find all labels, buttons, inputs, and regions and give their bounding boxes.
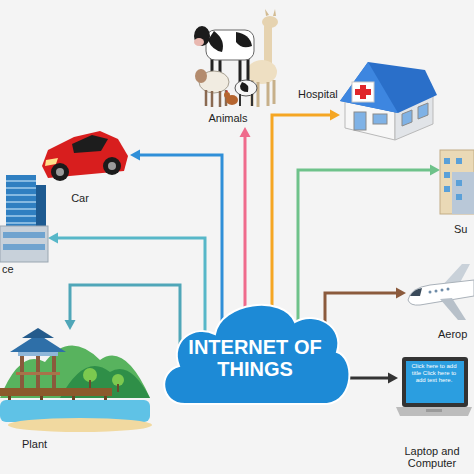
screen-text: Click here to add title Click here to ad… xyxy=(407,363,461,384)
plant-node: Plant xyxy=(0,330,150,430)
connector-line xyxy=(345,377,390,380)
car-node: Car xyxy=(40,128,130,180)
arrow-head xyxy=(48,233,58,244)
node-label: Plant xyxy=(22,438,47,450)
hospital-illustration xyxy=(340,62,437,140)
arrow-head xyxy=(130,150,140,161)
connector-arrow xyxy=(345,378,390,379)
car-illustration xyxy=(42,131,128,181)
arrow-head xyxy=(388,373,398,384)
node-label: Su xyxy=(454,223,467,235)
arrow-head xyxy=(65,320,76,330)
aeroplane-node: Aerop xyxy=(406,262,474,322)
aeroplane-illustration xyxy=(408,264,474,320)
laptop-illustration xyxy=(396,357,472,416)
cloud-node: INTERNET OF THINGS xyxy=(155,292,355,412)
connector-line xyxy=(56,238,205,347)
node-label: Hospital xyxy=(298,88,338,100)
animals-node: Animals xyxy=(190,12,280,110)
laptop-node: Click here to add title Click here to ad… xyxy=(398,357,472,417)
node-label: Aerop xyxy=(438,328,467,340)
node-label: Laptop and Computer xyxy=(392,445,472,469)
node-label: ce xyxy=(2,263,14,275)
hospital-node: Hospital xyxy=(340,58,437,142)
office-building xyxy=(0,175,48,262)
arrow-head xyxy=(430,165,440,176)
node-label: Animals xyxy=(190,112,266,124)
connector-arrow xyxy=(56,238,205,347)
arrow-head xyxy=(330,110,340,121)
supermarket-node: Su xyxy=(440,148,474,216)
arrow-head xyxy=(240,127,251,137)
arrow-head xyxy=(396,288,406,299)
plant-scenery xyxy=(0,328,152,432)
animals-illustration xyxy=(194,9,278,107)
office-node: ce xyxy=(0,175,48,262)
cloud-title: INTERNET OF THINGS xyxy=(185,336,325,380)
supermarket-building xyxy=(440,150,474,214)
node-label: Car xyxy=(40,192,120,204)
